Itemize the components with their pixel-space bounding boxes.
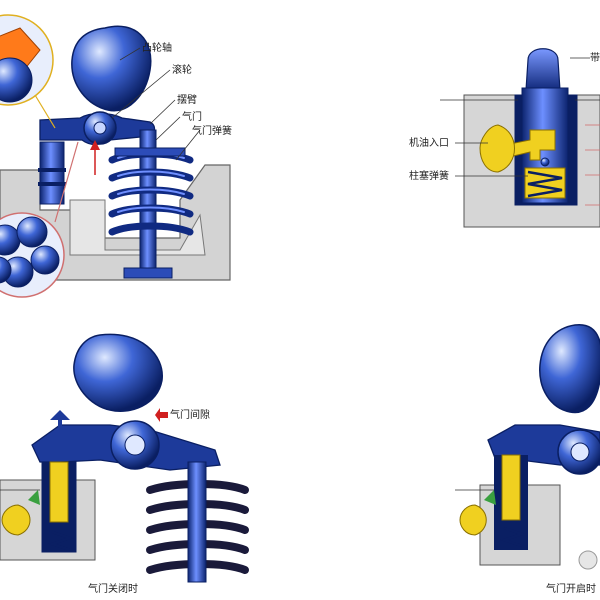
plunger-top: [525, 48, 561, 91]
cam-open: [539, 324, 600, 414]
label-plunger-spring: 柱塞弹簧: [409, 169, 449, 182]
cam-closed: [73, 333, 163, 412]
arrow-up-blue: [50, 410, 70, 428]
lash-closed-oil: [49, 461, 69, 523]
panel-valvetrain: 凸轮轴 滚轮 摆臂 气门 气门弹簧: [0, 14, 232, 298]
roller-pin: [93, 121, 107, 135]
label-top-right-partial: 带: [590, 52, 600, 64]
caption-valve-closed: 气门关闭时: [88, 582, 138, 595]
panel-lash-adjuster: 机油入口 柱塞弹簧 带: [409, 48, 600, 228]
camshaft-lobe: [71, 25, 152, 112]
panel-valve-closed: 气门间隙 气门关闭时: [0, 333, 249, 595]
label-valve: 气门: [182, 110, 202, 123]
panel-valve-open: 气门开启时: [455, 324, 600, 595]
label-oil-inlet: 机油入口: [409, 136, 449, 149]
roller-pin-closed: [124, 434, 146, 456]
oil-drop-open: [459, 504, 487, 536]
oil-drop-closed: [1, 504, 31, 536]
plunger-spring: [527, 170, 563, 198]
spring-retainer: [114, 147, 186, 157]
caption-valve-open: 气门开启时: [546, 582, 596, 595]
label-valve-clearance: 气门间隙: [170, 408, 210, 421]
detail-ball: [0, 57, 33, 103]
arrow-red-clearance: [155, 408, 168, 422]
label-rocker-arm: 摆臂: [177, 93, 197, 106]
valve-stem-closed: [187, 461, 207, 583]
oil-inlet-drop: [479, 124, 515, 173]
label-valve-spring: 气门弹簧: [192, 124, 232, 137]
lash-open-oil: [501, 454, 521, 521]
oil-passage: [504, 129, 556, 161]
label-roller: 滚轮: [172, 63, 192, 76]
lash-adjuster: [39, 141, 65, 205]
valve-head: [123, 267, 173, 279]
label-camshaft: 凸轮轴: [142, 41, 172, 54]
watermark-icon: [578, 550, 598, 570]
